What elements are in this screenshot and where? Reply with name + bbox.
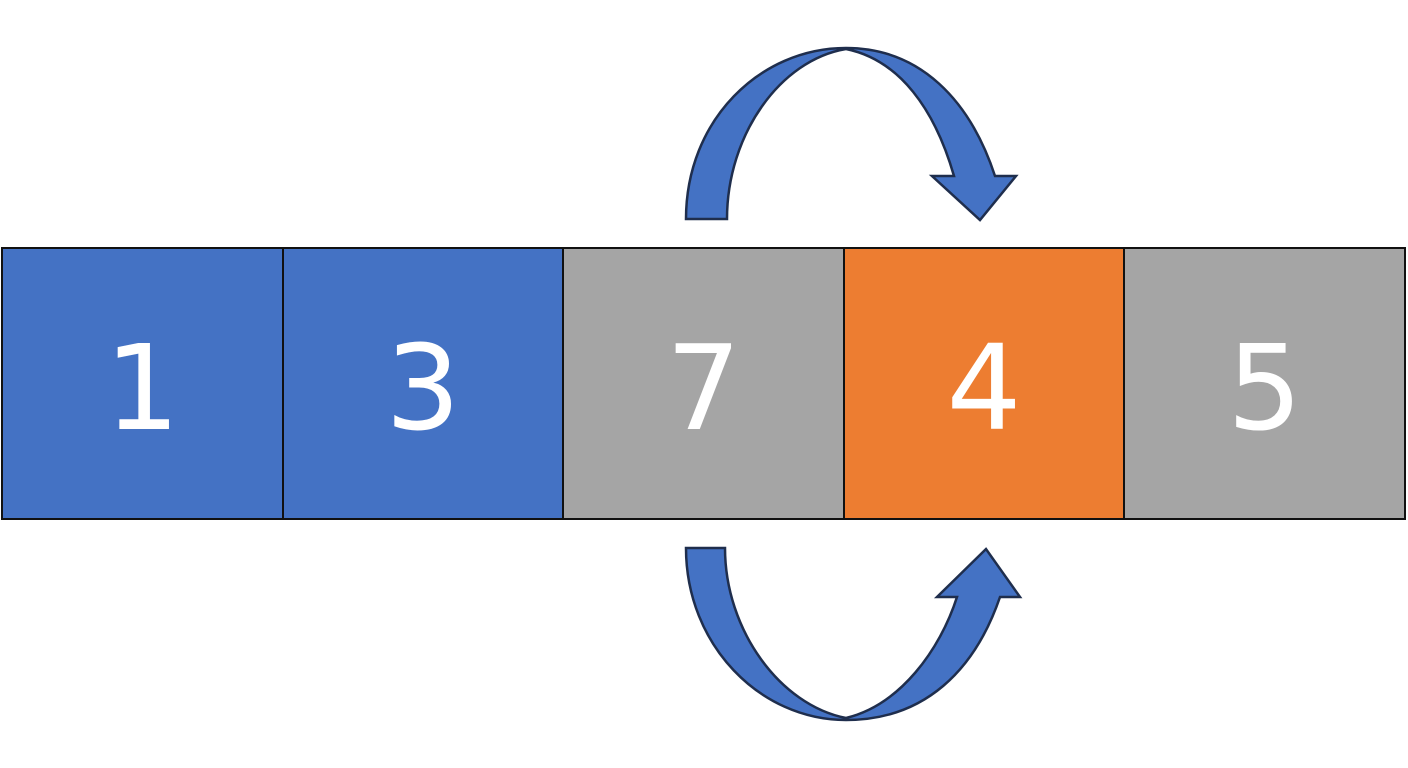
cell-value: 7 [665, 318, 742, 457]
curved-arrow-icon [684, 546, 1023, 722]
array-cell: 3 [283, 249, 565, 518]
cell-value: 3 [385, 318, 461, 457]
array-cell: 7 [564, 249, 845, 518]
array-cell: 1 [3, 249, 284, 518]
swap-arrow-bottom [684, 546, 1023, 722]
cell-value: 1 [104, 318, 180, 457]
curved-arrow-icon [684, 46, 1019, 222]
array-row: 1 3 7 4 5 [1, 247, 1406, 520]
cell-value: 5 [1227, 318, 1303, 457]
array-cell: 4 [844, 249, 1126, 518]
swap-arrow-top [684, 46, 1019, 222]
cell-value: 4 [946, 318, 1022, 457]
array-cell: 5 [1125, 249, 1404, 518]
